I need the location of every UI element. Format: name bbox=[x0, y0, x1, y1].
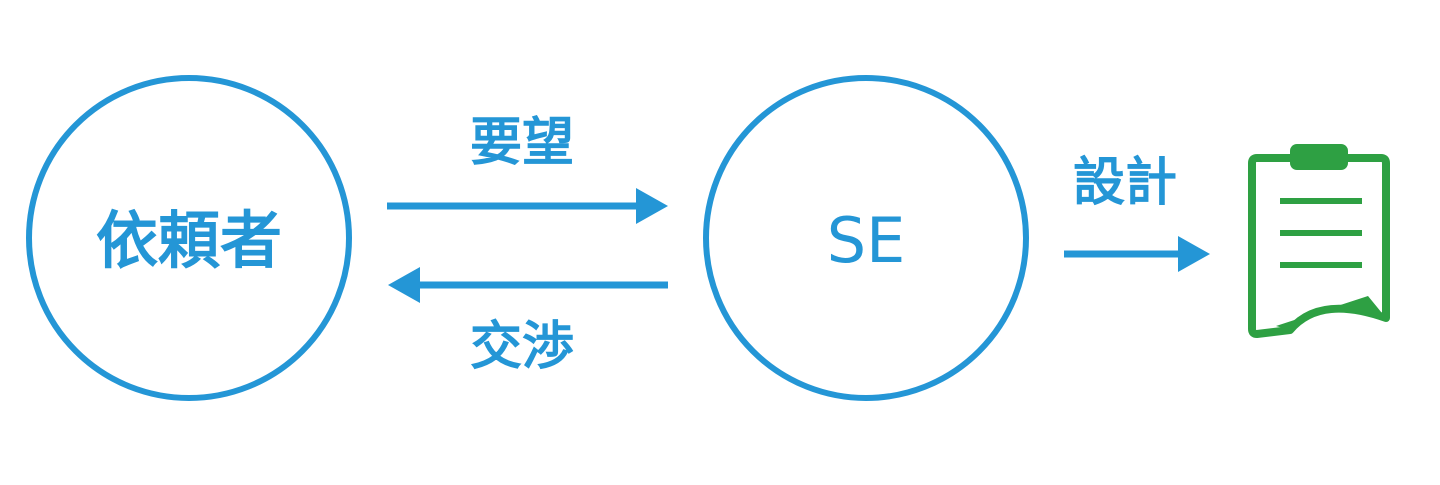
edge-negotiation: 交渉 bbox=[388, 267, 668, 377]
node-se-circle bbox=[703, 75, 1029, 401]
node-requester-label: 依頼者 bbox=[96, 204, 282, 277]
node-requester-circle bbox=[26, 75, 352, 401]
node-se-label: SE bbox=[827, 204, 906, 277]
edge-negotiation-label: 交渉 bbox=[470, 317, 574, 377]
clipboard-page-curl bbox=[1276, 296, 1386, 330]
edge-request: 要望 bbox=[387, 113, 668, 224]
edge-request-arrowhead bbox=[636, 188, 668, 224]
clipboard-document-icon bbox=[1248, 144, 1390, 338]
clipboard-clip bbox=[1290, 144, 1348, 170]
edge-negotiation-arrowhead bbox=[388, 267, 420, 303]
edge-design-arrowhead bbox=[1178, 236, 1210, 272]
edge-design-label: 設計 bbox=[1073, 153, 1177, 213]
node-requester: 依頼者 bbox=[26, 75, 352, 401]
node-se: SE bbox=[703, 75, 1029, 401]
edge-design: 設計 bbox=[1064, 153, 1210, 272]
edge-request-label: 要望 bbox=[470, 113, 574, 173]
